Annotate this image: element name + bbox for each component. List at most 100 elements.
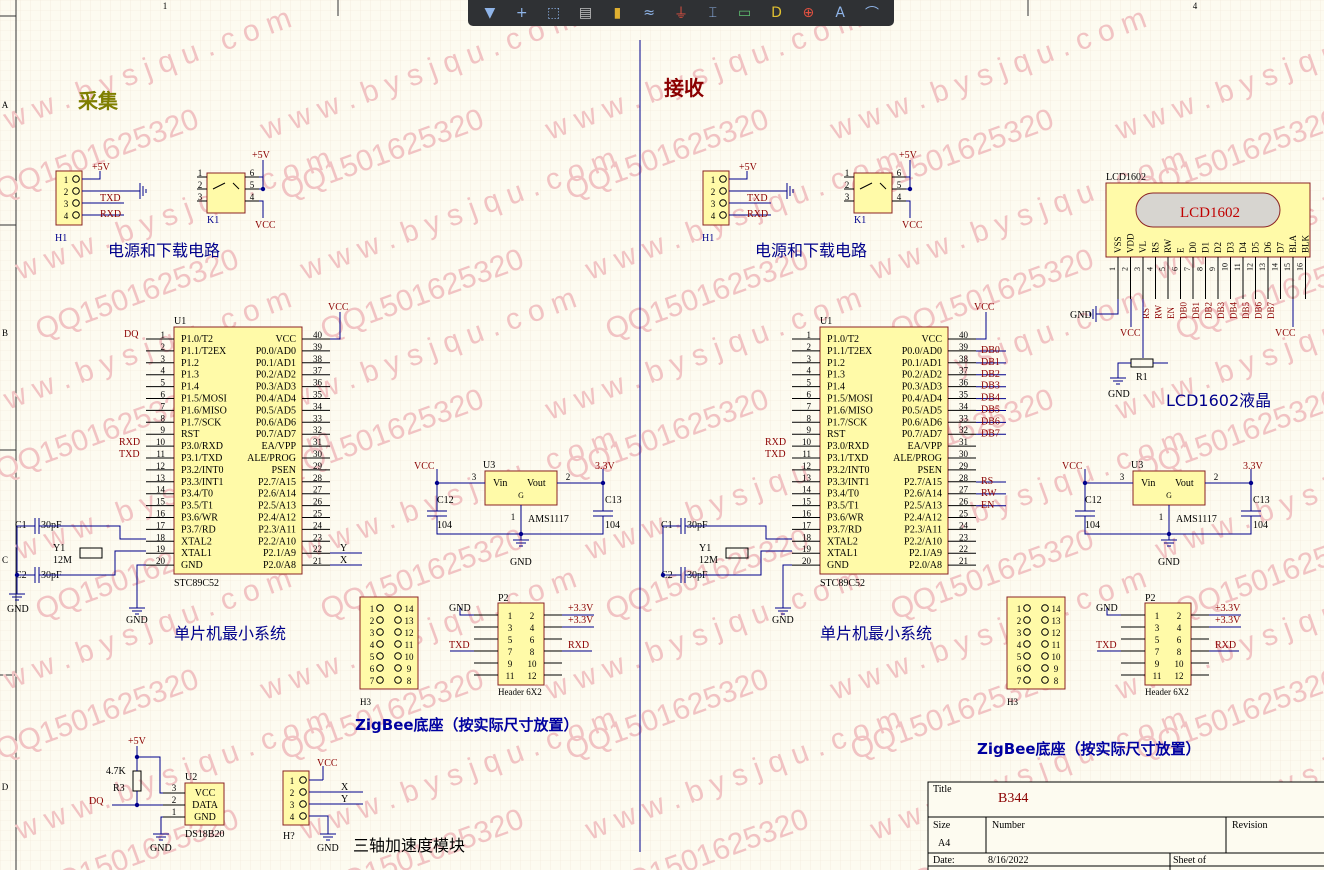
pin-number: 2 [1214,472,1219,482]
part-name: AMS1117 [528,514,569,525]
pin-number: 10 [1052,652,1062,662]
select-rect-icon[interactable]: ⬚ [546,5,561,21]
pin-number: 10 [802,437,812,447]
text-icon[interactable]: A [835,5,845,21]
title-block-frame [927,781,1324,870]
connector-hq [282,770,310,826]
pin-number: 13 [1258,263,1267,271]
filter-icon[interactable]: ▼ [484,5,496,21]
designator: C13 [605,495,622,506]
net-label: +3.3V [1215,603,1241,614]
sheet-entry-icon[interactable]: D [771,5,782,21]
pin-number: 40 [313,330,323,340]
pin-number: 6 [370,664,375,674]
connector-h1 [55,170,83,226]
pin-name: P1.6/MISO [181,405,227,416]
pin-number: 12 [1246,263,1255,271]
pin-name: P1.6/MISO [827,405,873,416]
pin-name: PSEN [918,465,942,476]
pin-name: P1.0/T2 [181,334,213,345]
mcu-u1 [819,326,949,575]
pin-number: 11 [802,449,811,459]
pin-name: P2.0/A8 [263,560,296,571]
pin-name: P1.7/SCK [181,417,222,428]
netlabel-icon[interactable]: ⌶ [708,5,718,21]
pin-number: 3 [508,623,513,633]
pin-number: 2 [530,611,535,621]
component-value: 104 [605,520,620,531]
pin-name: P0.7/AD7 [902,429,942,440]
align-icon[interactable]: ▤ [578,5,593,21]
pin-number: 14 [1271,263,1280,271]
pin-name: VL [1138,241,1148,253]
pin-number: 6 [250,168,255,178]
pin-number: 24 [313,520,323,530]
net-label: DB6 [1254,301,1264,319]
pin-circle [394,616,402,624]
pin-circle [394,604,402,612]
net-label: +3.3V [568,615,594,626]
pin-name: P0.0/AD0 [256,346,296,357]
pin-number: 5 [370,652,375,662]
net-label: TXD [100,193,121,204]
no-erc-icon[interactable]: ⊕ [802,5,815,21]
arc-icon[interactable]: ⌒ [865,6,880,22]
pin-number: 4 [897,192,902,202]
component-value: 4.7K [106,766,127,777]
pin-number: 7 [1155,647,1160,657]
pin-circle [394,676,402,684]
pin-number: 10 [156,437,166,447]
pin-number: 6 [161,390,166,400]
pin-name: P2.3/A11 [904,524,942,535]
caption-lcd: LCD1602液晶 [1166,391,1271,410]
wire-icon[interactable]: ≈ [643,5,655,21]
pin-name: P1.2 [181,358,199,369]
pin-number: 28 [959,473,969,483]
net-label: VCC [1275,328,1296,339]
pin-number: 2 [711,187,716,197]
pin-number: 15 [802,497,812,507]
pin-number: 1 [807,330,812,340]
pin-number: 29 [959,461,969,471]
pin-number: 16 [1296,263,1305,271]
pin-number: 4 [250,192,255,202]
net-label: RXD [747,209,768,220]
pin-name: ALE/PROG [247,453,296,464]
pin-number: 1 [161,330,166,340]
pin-number: 9 [807,425,812,435]
pin-name: P2.6/A14 [258,489,296,500]
crosshair-icon[interactable]: + [515,5,528,21]
pin-name: XTAL2 [827,536,858,547]
pin-name: E [1176,247,1186,253]
net-label: DB5 [981,405,1000,416]
pin-name: P2.0/A8 [909,560,942,571]
pin-circle [1041,628,1049,636]
pin-number: 8 [161,413,166,423]
connector-h1 [702,170,730,226]
pin-number: 26 [313,497,323,507]
pin-number: 23 [959,532,969,542]
pin-name: P3.1/TXD [181,453,222,464]
pin-name: P0.1/AD1 [256,358,296,369]
caption-power: 电源和下载电路 [108,241,220,260]
pin-number: 13 [156,473,166,483]
pin-number: 25 [313,509,323,519]
pin-number: 3 [1133,267,1142,271]
size-label: Size [933,820,951,831]
port-icon[interactable]: ▭ [738,5,752,21]
part-name: Header 6X2 [1145,687,1189,697]
pin-name: BLK [1301,234,1311,253]
revision-label: Revision [1232,820,1268,831]
pin-name: D1 [1201,242,1211,253]
pin-number: 9 [508,659,513,669]
pin-number: 31 [313,437,322,447]
pin-circle [376,664,384,672]
ground-icon[interactable]: ⏚ [673,6,688,22]
pin-number: 2 [172,795,177,805]
pin-number: 20 [156,556,166,566]
pin-name: P3.1/TXD [827,453,868,464]
component-icon[interactable]: ▮ [613,5,622,21]
pin-number: 34 [959,401,969,411]
